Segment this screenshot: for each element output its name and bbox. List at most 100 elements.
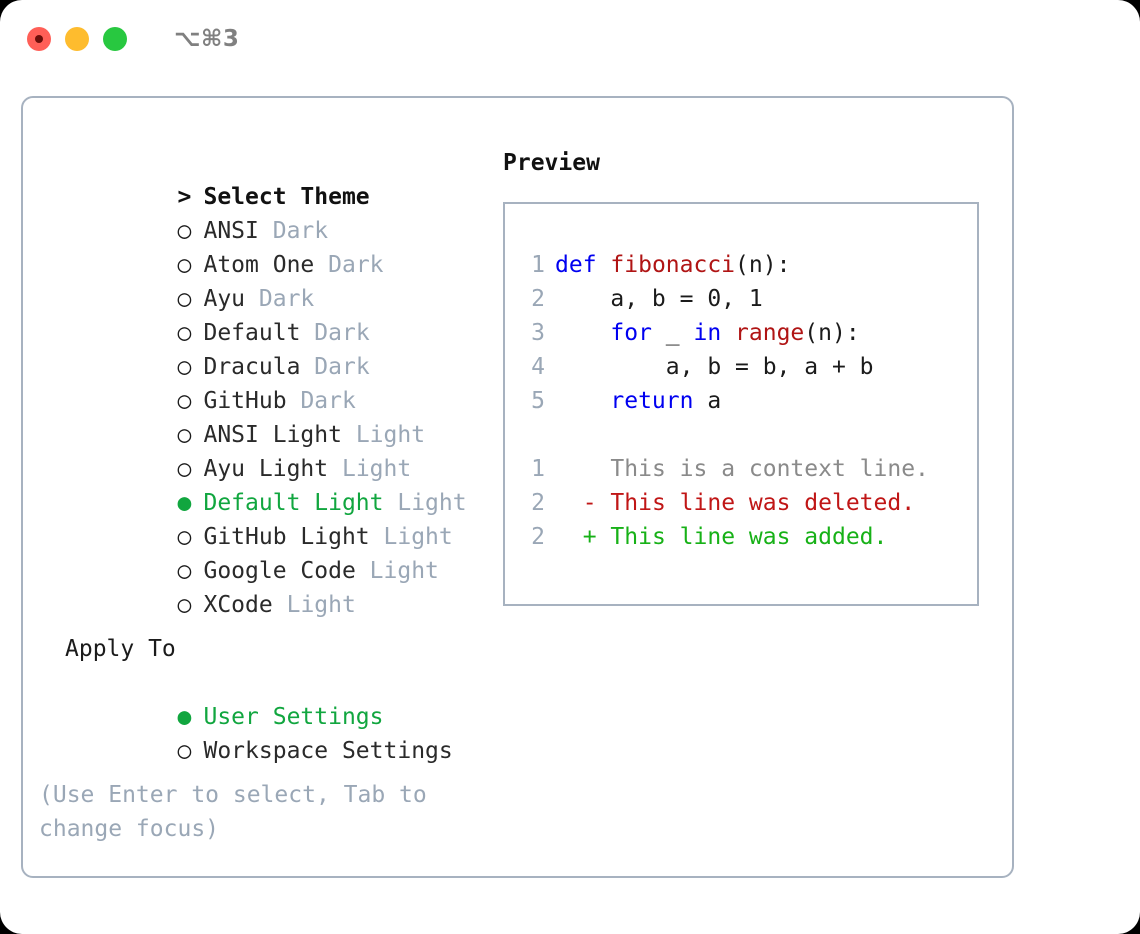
theme-name: XCode — [203, 592, 273, 618]
theme-variant-badge: Dark — [300, 388, 356, 414]
code-line: 2 a, b = 0, 1 — [521, 282, 969, 316]
code-line: 3 for _ in range(n): — [521, 316, 969, 350]
theme-list-column: >Select Theme ○ANSI Dark ○Atom One Dark … — [39, 146, 479, 846]
close-button[interactable] — [27, 27, 51, 51]
theme-name: ANSI — [203, 218, 259, 244]
theme-name: Atom One — [203, 252, 315, 278]
code-token-keyword: for — [610, 320, 652, 346]
select-theme-heading-label: Select Theme — [203, 184, 370, 210]
code-token-plain: (n): — [804, 320, 860, 346]
diff-line-added: 2 + This line was added. — [521, 520, 969, 554]
theme-name: ANSI Light — [203, 422, 342, 448]
diff-text: This is a context line. — [610, 456, 929, 482]
keyboard-shortcut-label: ⌥⌘3 — [174, 25, 240, 52]
diff-sign: + — [582, 524, 597, 550]
code-token-keyword: def — [555, 252, 597, 278]
radio-icon[interactable]: ○ — [177, 524, 192, 550]
apply-to-workspace-settings[interactable]: ○ Workspace Settings — [39, 700, 479, 764]
radio-icon[interactable]: ○ — [177, 218, 192, 244]
theme-item-ansi-light[interactable]: ○ANSI Light Light — [39, 384, 479, 448]
line-number: 2 — [531, 524, 545, 550]
theme-item-dracula-dark[interactable]: ○Dracula Dark — [39, 316, 479, 380]
apply-to-user-settings[interactable]: ● User Settings — [39, 666, 479, 730]
theme-item-xcode[interactable]: ○ XCode Light — [39, 554, 479, 618]
theme-item-github-dark[interactable]: ○ GitHub Dark — [39, 350, 479, 414]
diff-line-context: 1 This is a context line. — [521, 452, 969, 486]
theme-variant-badge: Light — [341, 456, 412, 482]
radio-icon[interactable]: ○ — [177, 456, 192, 482]
code-token-plain: a, b = 0, 1 — [610, 286, 763, 312]
theme-item-default-light[interactable]: ●Default Light Light — [39, 452, 479, 516]
theme-name: GitHub Light — [203, 524, 370, 550]
diff-text: This line was deleted. — [610, 490, 916, 516]
code-line: 4 a, b = b, a + b — [521, 350, 969, 384]
theme-variant-badge: Dark — [258, 286, 315, 312]
line-number: 2 — [531, 286, 545, 312]
line-number: 3 — [531, 320, 545, 346]
radio-icon-selected[interactable]: ● — [177, 704, 192, 730]
code-token-plain: (n): — [735, 252, 791, 278]
theme-variant-badge: Dark — [314, 354, 370, 380]
radio-icon[interactable]: ○ — [177, 252, 192, 278]
theme-variant-badge: Light — [286, 592, 356, 618]
diff-text: This line was added. — [610, 524, 888, 550]
code-token-plain: _ — [651, 320, 694, 346]
theme-item-github-light[interactable]: ○ GitHub Light Light — [39, 486, 479, 550]
radio-icon[interactable]: ○ — [177, 738, 192, 764]
theme-item-default-dark[interactable]: ○Default Dark — [39, 282, 479, 346]
theme-name: Ayu — [203, 286, 246, 312]
theme-variant-badge: Light — [383, 524, 453, 550]
code-token-function: range — [735, 320, 805, 346]
line-number: 1 — [531, 456, 545, 482]
theme-variant-badge: Dark — [314, 320, 370, 346]
code-token-keyword: in — [693, 320, 722, 346]
preview-title: Preview — [503, 150, 600, 176]
window-controls — [27, 27, 127, 51]
theme-item-google-code[interactable]: ○ Google Code Light — [39, 520, 479, 584]
radio-icon[interactable]: ○ — [177, 320, 192, 346]
keyboard-hint-text: (Use Enter to select, Tab to change focu… — [39, 782, 441, 842]
radio-icon[interactable]: ○ — [177, 592, 192, 618]
code-diff-separator — [521, 418, 969, 452]
select-theme-heading: > Select Theme — [39, 146, 479, 210]
theme-name: Ayu Light — [203, 456, 329, 482]
code-token-keyword: return — [610, 388, 694, 414]
code-token-plain: a, b = b, a + b — [665, 354, 874, 380]
theme-item-ansi-dark[interactable]: ○ ANSI Dark — [39, 180, 479, 244]
title-bar: ⌥⌘3 — [0, 0, 1140, 78]
theme-item-ayu-dark[interactable]: ○ Ayu Dark — [39, 248, 479, 312]
radio-icon[interactable]: ○ — [177, 388, 192, 414]
theme-variant-badge: Dark — [272, 218, 329, 244]
zoom-button[interactable] — [103, 27, 127, 51]
line-number: 5 — [531, 388, 545, 414]
diff-sign — [583, 456, 597, 482]
diff-sign: - — [582, 490, 597, 516]
code-token-function: fibonacci — [610, 252, 736, 278]
radio-icon[interactable]: ○ — [177, 422, 192, 448]
radio-icon[interactable]: ○ — [177, 558, 192, 584]
theme-variant-badge: Light — [397, 490, 467, 516]
line-number: 2 — [531, 490, 545, 516]
prompt-caret-icon: > — [177, 184, 192, 210]
theme-variant-badge: Dark — [328, 252, 384, 278]
line-number: 1 — [531, 252, 545, 278]
code-line: 5 return a — [521, 384, 969, 418]
apply-to-option-label: User Settings — [203, 704, 384, 730]
theme-name: Google Code — [203, 558, 356, 584]
apply-to-option-label: Workspace Settings — [203, 738, 453, 764]
radio-icon-selected[interactable]: ● — [177, 490, 192, 516]
theme-item-ayu-light[interactable]: ○ Ayu Light Light — [39, 418, 479, 482]
line-number: 4 — [531, 354, 545, 380]
radio-icon[interactable]: ○ — [177, 354, 192, 380]
theme-name: GitHub — [203, 388, 287, 414]
theme-item-atom-one-dark[interactable]: ○ Atom One Dark — [39, 214, 479, 278]
diff-line-deleted: 2 - This line was deleted. — [521, 486, 969, 520]
radio-icon[interactable]: ○ — [177, 286, 192, 312]
code-token-plain: a — [693, 388, 722, 414]
theme-variant-badge: Light — [369, 558, 439, 584]
minimize-button[interactable] — [65, 27, 89, 51]
